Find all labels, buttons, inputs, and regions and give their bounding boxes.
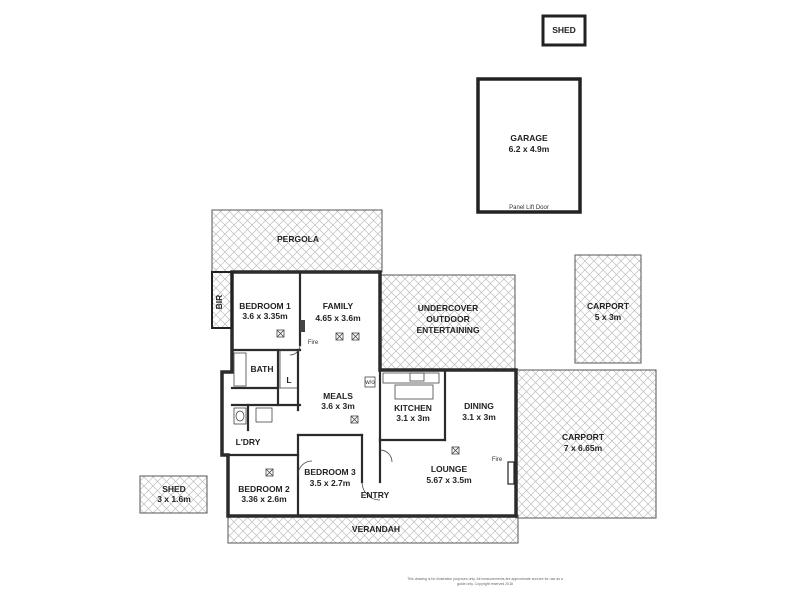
fireplace-lounge	[507, 461, 515, 485]
meals-label: MEALS	[323, 391, 353, 401]
garage	[476, 77, 582, 214]
carport-right-area	[574, 254, 642, 364]
entry-label: ENTRY	[361, 490, 390, 500]
bath-label: BATH	[251, 364, 274, 374]
undercover-outdoor-area	[379, 274, 516, 371]
shed-top-label: SHED	[552, 25, 576, 35]
wall-oven-label: w/o	[364, 380, 375, 386]
bir-closet	[211, 271, 233, 329]
dining-label: DINING	[464, 401, 494, 411]
family-fire-label: Fire	[308, 340, 319, 346]
carport-right-dims: 5 x 3m	[595, 312, 622, 322]
wall-oven	[364, 376, 376, 388]
carport-right-label: CARPORT	[587, 301, 630, 311]
kitchen-dims: 3.1 x 3m	[396, 413, 430, 423]
shed-small-dims: 3 x 1.6m	[157, 494, 191, 504]
l-closet-label: L	[286, 375, 291, 385]
undercover-label-3: ENTERTAINING	[416, 325, 480, 335]
fireplace-family	[300, 320, 305, 332]
carport-large-area	[515, 369, 657, 519]
undercover-label-1: UNDERCOVER	[418, 303, 478, 313]
meals-dims: 3.6 x 3m	[321, 401, 355, 411]
kitchen-label: KITCHEN	[394, 403, 432, 413]
family-label: FAMILY	[323, 301, 354, 311]
disclaimer-line-1: This drawing is for illustration purpose…	[407, 577, 563, 581]
bedroom1-label: BEDROOM 1	[239, 301, 291, 311]
bedroom3-label: BEDROOM 3	[304, 467, 356, 477]
bir-label: BIR	[214, 295, 224, 310]
house-outer-walls	[220, 270, 518, 518]
undercover-label-2: OUTDOOR	[426, 314, 469, 324]
laundry-label: L'DRY	[236, 437, 261, 447]
lounge-dims: 5.67 x 3.5m	[426, 475, 472, 485]
shed-small-area	[139, 475, 208, 514]
door-swings	[289, 344, 393, 501]
pergola-area	[211, 209, 383, 273]
garage-dims: 6.2 x 4.9m	[509, 144, 550, 154]
carport-large-label: CARPORT	[562, 432, 605, 442]
bedroom2-dims: 3.36 x 2.6m	[241, 494, 287, 504]
family-dims: 4.65 x 3.6m	[315, 313, 361, 323]
lounge-label: LOUNGE	[431, 464, 468, 474]
dining-dims: 3.1 x 3m	[462, 412, 496, 422]
bedroom3-dims: 3.5 x 2.7m	[310, 478, 351, 488]
disclaimer-line-2: guide only. Copyright reserved 2018	[457, 582, 513, 586]
verandah-area	[227, 514, 519, 544]
lounge-fire-label: Fire	[492, 457, 503, 463]
garage-door-label: Panel Lift Door	[509, 205, 549, 211]
verandah-label: VERANDAH	[352, 524, 400, 534]
bedroom2-label: BEDROOM 2	[238, 484, 290, 494]
shed-small-label: SHED	[162, 484, 186, 494]
bath-fixtures	[233, 352, 273, 425]
interior-walls	[226, 270, 447, 518]
garage-label: GARAGE	[510, 133, 548, 143]
kitchen-benches	[382, 372, 440, 400]
pergola-label: PERGOLA	[277, 234, 319, 244]
ceiling-fan-icons	[265, 329, 460, 477]
shed-top	[541, 14, 587, 47]
carport-large-dims: 7 x 6.65m	[564, 443, 603, 453]
bedroom1-dims: 3.6 x 3.35m	[242, 311, 288, 321]
